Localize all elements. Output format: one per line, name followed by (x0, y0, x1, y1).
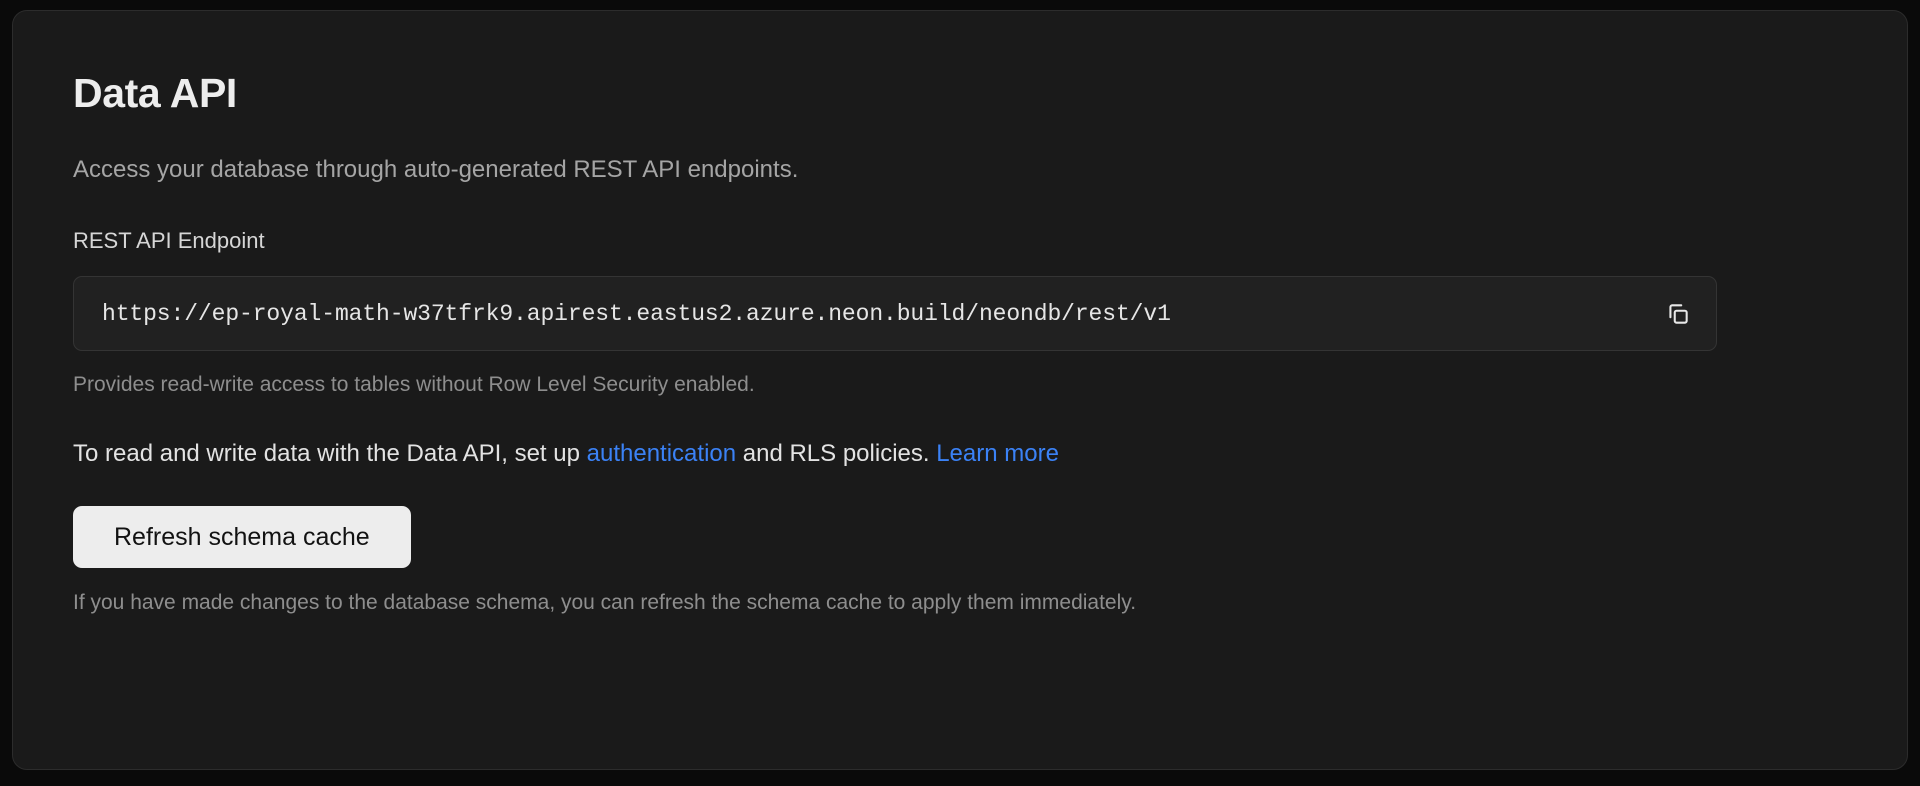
copy-icon (1665, 301, 1691, 327)
endpoint-help-text: Provides read-write access to tables wit… (73, 373, 755, 396)
refresh-button-row: Refresh schema cache (73, 469, 1847, 568)
endpoint-field-block: REST API Endpoint Provides read-write ac… (73, 185, 1847, 398)
info-text-between-links: and RLS policies. (736, 440, 937, 467)
learn-more-link[interactable]: Learn more (936, 440, 1059, 467)
rest-api-endpoint-input[interactable] (74, 297, 1716, 330)
info-text-before-auth-link: To read and write data with the Data API… (73, 440, 587, 467)
refresh-schema-cache-button[interactable]: Refresh schema cache (73, 506, 411, 568)
page-title: Data API (73, 70, 237, 116)
card-description: Access your database through auto-genera… (73, 156, 799, 183)
data-api-card: Data API Access your database through au… (12, 10, 1908, 770)
refresh-button-help-text: If you have made changes to the database… (73, 591, 1137, 614)
authentication-link[interactable]: authentication (586, 440, 737, 467)
copy-endpoint-button[interactable] (1660, 296, 1696, 332)
endpoint-input-wrapper[interactable] (73, 276, 1717, 351)
data-api-info-line: To read and write data with the Data API… (73, 398, 1847, 469)
endpoint-field-label: REST API Endpoint (73, 228, 265, 253)
